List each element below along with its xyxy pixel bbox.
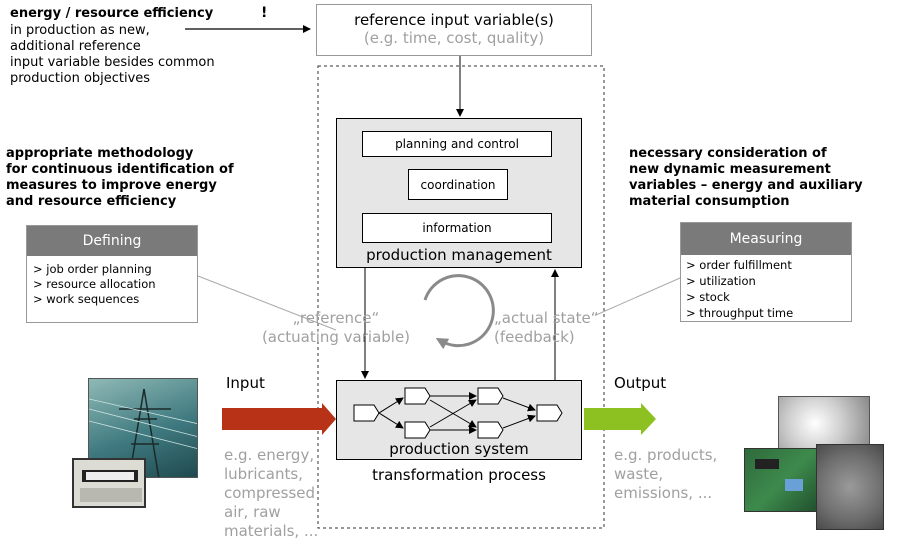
defining-header: Defining <box>27 226 197 256</box>
measuring-header: Measuring <box>681 223 851 255</box>
measuring-item: > throughput time <box>686 306 794 320</box>
measuring-item: > order fulfillment <box>686 258 792 272</box>
top-note-title: energy / resource efficiency <box>10 6 214 21</box>
coordination-box: coordination <box>408 169 508 200</box>
measuring-item: > utilization <box>686 274 756 288</box>
scrap-material-photo <box>816 444 884 530</box>
reference-title: reference input variable(s) <box>354 11 554 29</box>
actual-state-loop-label: „actual state“ (feedback) <box>494 309 599 346</box>
defining-item: > job order planning <box>33 262 152 276</box>
measuring-item: > stock <box>686 290 730 304</box>
defining-box: Defining > job order planning > resource… <box>26 225 198 323</box>
defining-item: > resource allocation <box>33 277 156 291</box>
production-management-label: production management <box>366 246 552 264</box>
meter-photo <box>72 458 146 508</box>
information-box: information <box>362 213 552 243</box>
output-arrow <box>584 403 656 435</box>
transformation-process-label: transformation process <box>372 466 546 484</box>
left-note: appropriate methodology for continuous i… <box>6 146 234 209</box>
circuit-board-photo <box>744 448 824 512</box>
dashed-frame <box>317 65 605 529</box>
cycle-arrow <box>423 274 495 350</box>
reference-loop-label: „reference“ (actuating variable) <box>261 309 411 346</box>
top-note-body: in production as new, additional referen… <box>10 23 215 86</box>
planning-control-box: planning and control <box>362 131 552 157</box>
input-examples: e.g. energy, lubricants, compressed air,… <box>224 446 319 540</box>
reference-input-box: reference input variable(s) (e.g. time, … <box>316 4 592 56</box>
output-label: Output <box>614 374 667 392</box>
input-arrow <box>222 403 336 435</box>
right-note: necessary consideration of new dynamic m… <box>629 146 863 209</box>
output-examples: e.g. products, waste, emissions, ... <box>614 446 718 502</box>
defining-item: > work sequences <box>33 292 140 306</box>
input-label: Input <box>226 374 265 392</box>
production-system-label: production system <box>389 440 529 458</box>
exclamation-mark: ! <box>261 5 268 21</box>
reference-subtitle: (e.g. time, cost, quality) <box>363 29 545 47</box>
measuring-box: Measuring > order fulfillment > utilizat… <box>680 222 852 322</box>
